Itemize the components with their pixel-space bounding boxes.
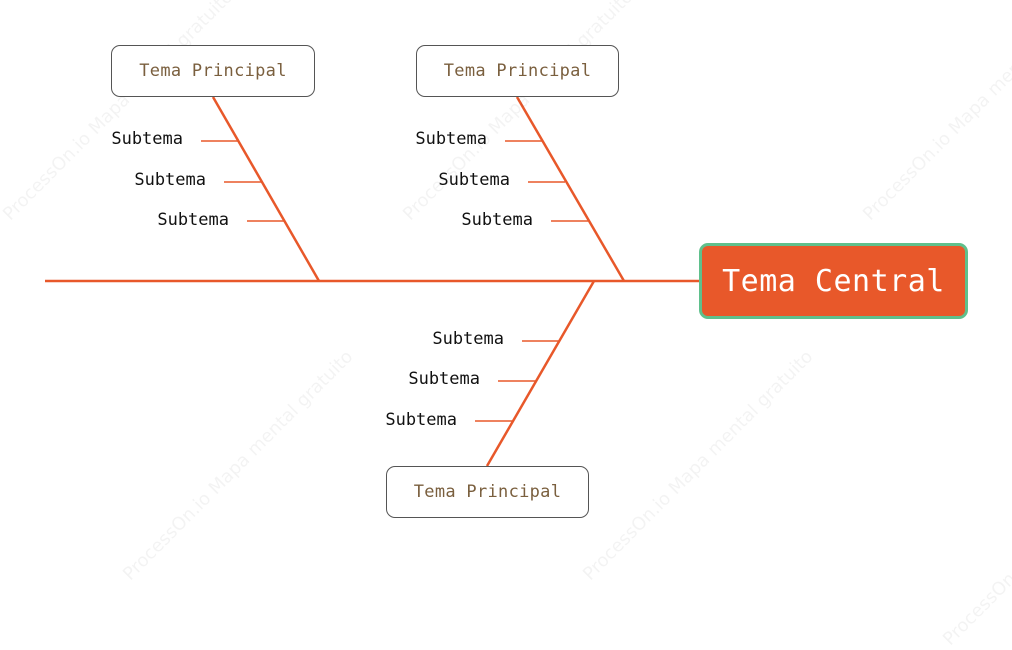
branch-bone-3 (485, 280, 596, 467)
subtopic[interactable]: Subtema (415, 129, 487, 149)
subtopic[interactable]: Subtema (134, 170, 206, 190)
main-topic-3[interactable]: Tema Principal (386, 466, 589, 518)
branch-bone-1 (211, 96, 321, 282)
subtopic[interactable]: Subtema (438, 170, 510, 190)
subtopic[interactable]: Subtema (157, 210, 229, 230)
subtopic[interactable]: Subtema (461, 210, 533, 230)
main-topic-label: Tema Principal (413, 482, 562, 502)
main-topic-1[interactable]: Tema Principal (111, 45, 315, 97)
main-topic-label: Tema Principal (139, 61, 287, 81)
subtopic[interactable]: Subtema (111, 129, 183, 149)
main-topic-label: Tema Principal (443, 61, 592, 81)
central-topic[interactable]: Tema Central (699, 243, 968, 319)
subtopic[interactable]: Subtema (408, 369, 480, 389)
subtopic[interactable]: Subtema (385, 410, 457, 430)
subtopic[interactable]: Subtema (432, 329, 504, 349)
central-topic-label: Tema Central (722, 263, 945, 299)
fishbone-diagram (45, 96, 700, 467)
main-topic-2[interactable]: Tema Principal (416, 45, 619, 97)
branch-bone-2 (515, 96, 626, 282)
